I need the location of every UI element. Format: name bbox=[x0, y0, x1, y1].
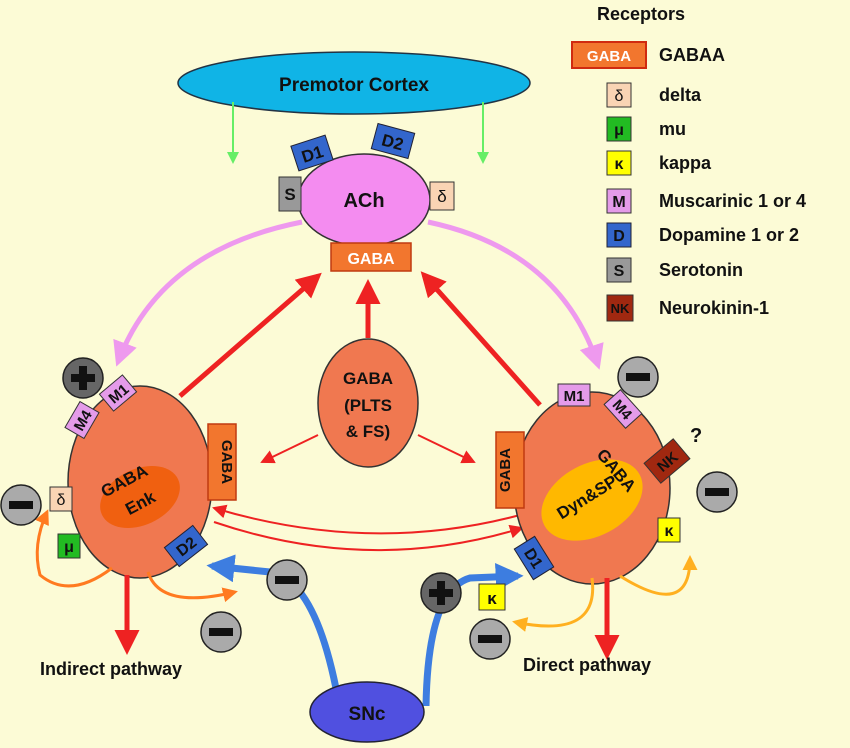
minus-sign-dyn-top bbox=[617, 356, 659, 398]
ach-label: ACh bbox=[343, 190, 384, 212]
legend-muscarinic-label: Muscarinic 1 or 4 bbox=[659, 191, 806, 211]
plus-sign-enk bbox=[62, 357, 104, 399]
enk-d2-receptor bbox=[163, 524, 209, 568]
enk-to-dyn-collateral bbox=[213, 521, 524, 552]
legend-delta-symbol: δ bbox=[615, 88, 624, 105]
interneuron-label-1: GABA bbox=[343, 369, 393, 388]
legend-serotonin-symbol: S bbox=[614, 263, 625, 280]
enk-m4-receptor bbox=[64, 400, 100, 440]
dyn-autoreceptor-arrow-left bbox=[512, 577, 595, 632]
ach-d1-receptor bbox=[290, 134, 334, 172]
legend-mu-label: mu bbox=[659, 119, 686, 139]
ach-to-enk-arrow bbox=[113, 219, 303, 367]
premotor-cortex-node bbox=[177, 51, 531, 115]
dyn-m1-label: M1 bbox=[564, 388, 585, 405]
dyn-to-ach-arrow bbox=[420, 271, 542, 407]
dyn-gaba-receptor-label: GABA bbox=[497, 448, 514, 492]
legend-serotonin-label: Serotonin bbox=[659, 260, 743, 280]
legend-kappa-symbol: κ bbox=[615, 156, 624, 173]
legend-neurokinin-symbol: NK bbox=[611, 301, 630, 316]
snc-label: SNc bbox=[349, 704, 386, 725]
dyn-m4-receptor bbox=[603, 389, 643, 429]
legend-gaba-swatch bbox=[571, 41, 647, 69]
legend-neurokinin-swatch bbox=[606, 294, 634, 322]
enk-mu-label: μ bbox=[64, 539, 74, 556]
interneuron-to-dyn-arrow bbox=[417, 434, 476, 464]
ach-gaba-receptor bbox=[330, 242, 412, 272]
plus-sign-snc-dyn bbox=[420, 572, 462, 614]
ach-d2-label: D2 bbox=[380, 130, 406, 154]
enk-to-ach-arrow bbox=[178, 272, 322, 398]
enk-msn-core bbox=[100, 466, 180, 528]
enk-delta-label: δ bbox=[57, 492, 66, 509]
enk-autoreceptor-arrow-right bbox=[146, 571, 238, 603]
enk-m1-receptor bbox=[98, 374, 138, 412]
dyn-gaba-receptor bbox=[495, 431, 525, 509]
indirect-pathway-label: Indirect pathway bbox=[40, 659, 182, 679]
legend-dopamine-swatch bbox=[606, 222, 632, 248]
gaba-interneuron bbox=[317, 338, 419, 468]
minus-sign-dyn-right bbox=[696, 471, 738, 513]
legend-mu-swatch bbox=[606, 116, 632, 142]
dyn-nk-receptor bbox=[643, 438, 691, 484]
snc-kappa-label: κ bbox=[487, 589, 497, 608]
snc-node bbox=[309, 681, 425, 743]
interneuron-to-enk-arrow bbox=[260, 434, 319, 464]
premotor-cortex-label: Premotor Cortex bbox=[279, 75, 429, 96]
dyn-m1-receptor bbox=[557, 383, 591, 407]
legend-neurokinin-label: Neurokinin-1 bbox=[659, 298, 769, 318]
legend-gaba-label: GABAA bbox=[659, 45, 725, 65]
ach-delta-receptor bbox=[429, 181, 455, 211]
dyn-d1-receptor bbox=[513, 535, 555, 581]
enk-gaba-receptor-label: GABA bbox=[218, 440, 235, 484]
legend-kappa-swatch bbox=[606, 150, 632, 176]
dyn-kappa-label: κ bbox=[665, 523, 674, 540]
legend-delta-swatch bbox=[606, 82, 632, 108]
legend-gaba-symbol: GABA bbox=[587, 48, 631, 65]
minus-sign-dyn-bottom bbox=[469, 618, 511, 660]
receptor-legend: Receptors GABA GABAA δ delta μ mu κ kapp… bbox=[571, 4, 806, 322]
ach-serotonin-receptor bbox=[278, 176, 302, 212]
ach-d2-receptor bbox=[370, 122, 416, 160]
snc-kappa-receptor bbox=[478, 583, 506, 611]
direct-pathway-label: Direct pathway bbox=[523, 655, 651, 675]
ach-to-dyn-arrow bbox=[427, 219, 604, 370]
nk-question-mark: ? bbox=[690, 425, 702, 447]
enk-mu-receptor bbox=[57, 533, 81, 559]
legend-dopamine-symbol: D bbox=[613, 228, 625, 245]
ach-serotonin-label: S bbox=[284, 185, 295, 204]
legend-title: Receptors bbox=[597, 4, 685, 24]
legend-delta-label: delta bbox=[659, 85, 702, 105]
minus-sign-enk-left bbox=[0, 484, 42, 526]
legend-dopamine-label: Dopamine 1 or 2 bbox=[659, 225, 799, 245]
legend-muscarinic-symbol: M bbox=[612, 194, 625, 211]
legend-muscarinic-swatch bbox=[606, 188, 632, 214]
dyn-autoreceptor-arrow-right bbox=[619, 555, 698, 596]
dyn-kappa-receptor bbox=[657, 517, 681, 543]
minus-sign-enk-bottom bbox=[200, 611, 242, 653]
minus-sign-snc-enk bbox=[266, 559, 308, 601]
ach-gaba-receptor-label: GABA bbox=[347, 251, 395, 268]
interneuron-label-3: & FS) bbox=[346, 422, 390, 441]
legend-serotonin-swatch bbox=[606, 257, 632, 283]
ach-delta-label: δ bbox=[437, 187, 446, 206]
enk-delta-receptor bbox=[49, 486, 73, 512]
dyn-to-enk-collateral bbox=[212, 504, 521, 535]
interneuron-label-2: (PLTS bbox=[344, 396, 392, 415]
enk-autoreceptor-arrow-left bbox=[35, 509, 113, 588]
legend-kappa-label: kappa bbox=[659, 153, 712, 173]
legend-mu-symbol: μ bbox=[614, 122, 624, 139]
dyn-msn-core bbox=[541, 459, 643, 541]
enk-gaba-receptor bbox=[207, 423, 237, 501]
